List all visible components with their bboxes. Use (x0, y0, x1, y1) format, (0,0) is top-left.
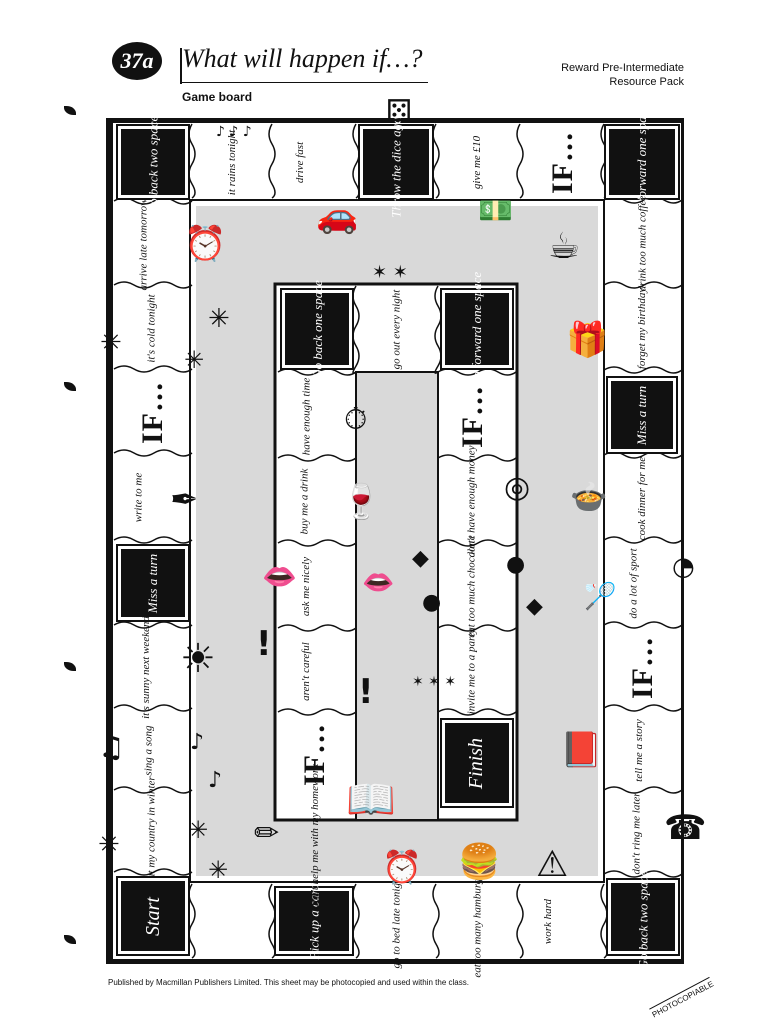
square-inner-left-2: have enough time (300, 377, 313, 455)
square-right-4: cook dinner for me (636, 456, 649, 540)
page-title: What will happen if…? (182, 44, 423, 73)
leaf-icon (64, 935, 76, 944)
square-right-1: drink too much coffee (636, 195, 649, 291)
cooking-pot-icon: 🍲 (570, 480, 608, 515)
sheet-number-badge: 37a (112, 42, 162, 80)
stars-icon: ✶ ✶ (372, 262, 408, 283)
square-inner-left-7: don't help me with my homework (309, 763, 322, 909)
square-inner-right-4: eat too much chocolate (465, 535, 478, 638)
snowflake-icon: ✳ (184, 346, 205, 374)
square-miss-a-turn-right: Miss a turn (606, 376, 678, 454)
square-top-2: drive fast (294, 141, 307, 183)
page-subtitle: Game board (182, 90, 253, 104)
snowflake-icon: ✳ (100, 328, 122, 358)
sun-icon: ☀ (180, 636, 216, 682)
leaf-icon (64, 106, 76, 115)
snowflake-icon: ✳ (208, 856, 229, 884)
hamburger-icon: 🍔 (458, 842, 501, 882)
alarm-clock-icon: ⏰ (382, 848, 422, 886)
square-inner-right-2: IF… (455, 384, 489, 448)
chocolate-icon: ● (506, 552, 526, 577)
square-bottom-2: go to bed late tonight (390, 873, 403, 969)
clock-icon: ⏱ (344, 402, 368, 437)
square-go-back-one: Go back one space (280, 280, 354, 378)
square-left-3: IF… (135, 380, 169, 444)
music-note-icon: ♪ (208, 768, 223, 793)
square-right-8: don't ring me later (630, 791, 643, 875)
square-left-2: it's cold tonight (145, 293, 158, 363)
alarm-clock-icon: ⏰ (184, 224, 227, 264)
square-throw-dice: Throw the dice again (358, 107, 434, 217)
shuttlecock-icon: 🏸 (584, 582, 617, 612)
music-note-icon: ♪ (190, 730, 205, 755)
coins-icon: ◎ (504, 470, 531, 505)
square-go-back-two: Go back two spaces (116, 110, 190, 214)
copyright-notice: Published by Macmillan Publishers Limite… (108, 978, 469, 987)
lips-icon: 👄 (362, 568, 395, 598)
publisher-info: Reward Pre-Intermediate Resource Pack (561, 61, 684, 89)
gift-icon: 🎁 (566, 320, 609, 360)
square-bottom-3: eat too many hamburgers (471, 864, 484, 978)
square-top-5: IF… (545, 130, 579, 194)
wine-glass-icon: 🍷 (340, 482, 383, 522)
square-right-2: forget my birthday (636, 287, 649, 369)
square-inner-right-3: don't have enough money (465, 445, 478, 558)
square-left-1: arrive late tomorrow (137, 198, 150, 290)
square-inner-left-5: aren't careful (299, 641, 312, 701)
square-go-forward-one: Go forward one space (604, 104, 680, 220)
square-pick-up-card: Pick up a card (274, 883, 354, 959)
exclamation-icon: ! (256, 624, 272, 664)
square-left-8: visit my country in winter (145, 775, 158, 889)
publisher-line-2: Resource Pack (609, 76, 684, 88)
leaf-icon (64, 382, 76, 391)
chocolate-icon: ● (422, 590, 442, 615)
music-notes-icon: ♪ ♪ ♪ (216, 124, 252, 140)
publisher-line-1: Reward Pre-Intermediate (561, 62, 684, 74)
square-left-6: it's sunny next weekend (139, 615, 152, 719)
snowflake-icon: ✳ (98, 830, 120, 860)
pencil-icon: ✏ (254, 816, 280, 851)
chocolate-icon: ◆ (412, 546, 429, 571)
title-underline (182, 82, 428, 83)
square-right-6: IF… (625, 635, 659, 699)
open-book-icon: 📖 (346, 777, 396, 823)
square-go-back-two-right: Go back two spaces (606, 865, 680, 969)
square-miss-a-turn: Miss a turn (116, 544, 190, 622)
telephone-icon: ☎ (664, 808, 707, 848)
chocolate-icon: ◆ (526, 594, 543, 619)
square-inner-middle: go out every night (390, 289, 403, 369)
title-divider (180, 48, 182, 84)
snowflake-icon: ✳ (188, 816, 209, 844)
exclamation-icon: ! (358, 672, 374, 712)
tennis-ball-icon: ◔ (672, 552, 695, 582)
car-icon: 🚗 (316, 196, 359, 236)
square-inner-left-3: buy me a drink (298, 468, 311, 535)
music-note-icon: ♫ (98, 730, 125, 765)
leaf-icon (64, 662, 76, 671)
square-top-4: give me £10 (471, 135, 484, 189)
square-right-7: tell me a story (632, 718, 645, 782)
party-stars-icon: ✶ ✶ ✶ (412, 674, 457, 690)
square-bottom-4: work hard (542, 898, 555, 944)
pen-icon: ✒ (170, 480, 199, 520)
lips-icon: 👄 (262, 560, 297, 593)
square-inner-go-forward-one: Go forward one space (440, 271, 514, 387)
banknote-icon: 💵 (478, 194, 513, 227)
dice-icon: ⚄ (386, 94, 413, 129)
square-inner-right-5: invite me to a party (465, 628, 478, 714)
warning-sign-icon: ⚠ (536, 844, 569, 885)
snowflake-icon: ✳ (208, 304, 230, 334)
coffee-cup-icon: ☕ (548, 226, 581, 267)
square-finish: Finish (440, 718, 514, 808)
book-icon: 📕 (560, 730, 603, 770)
square-left-4: write to me (132, 472, 145, 522)
square-start: Start (116, 876, 190, 956)
